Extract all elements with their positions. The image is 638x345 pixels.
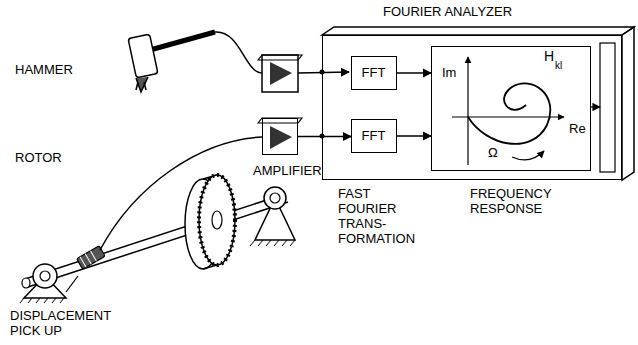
node-heading: FOURIER ANALYZER: [383, 4, 512, 19]
axis-label: kl: [555, 58, 562, 73]
fft-box: FFT: [351, 119, 397, 153]
amplifier-symbol: [263, 119, 297, 154]
amplifier-box: AMPLIFIER: [262, 118, 298, 155]
fft-box: FFT: [351, 56, 397, 90]
axis-label: H: [544, 49, 554, 64]
part-name: ROTOR: [15, 150, 62, 165]
frequency-response-box: Im HklReΩ: [431, 46, 591, 171]
function-label: FAST FOURIER TRANS- FORMATION: [338, 186, 415, 246]
analyzer-box: FOURIER ANALYZERFFTFFTImHklReΩ: [322, 35, 622, 180]
part-name: DISPLACEMENT PICK UP: [10, 308, 120, 338]
node-label: FFT: [362, 128, 386, 143]
signal-connector: [397, 72, 431, 73]
node-heading: AMPLIFIER: [253, 163, 322, 178]
signal-connector: [298, 136, 351, 137]
axis-label: Re: [569, 121, 586, 136]
signal-connector: [397, 135, 431, 136]
part-name: HAMMER: [15, 62, 73, 77]
axis-label: Im: [442, 65, 456, 80]
axis-label: Ω: [488, 145, 498, 160]
node-label: FFT: [362, 65, 386, 80]
function-label: FREQUENCY RESPONSE: [470, 186, 551, 216]
